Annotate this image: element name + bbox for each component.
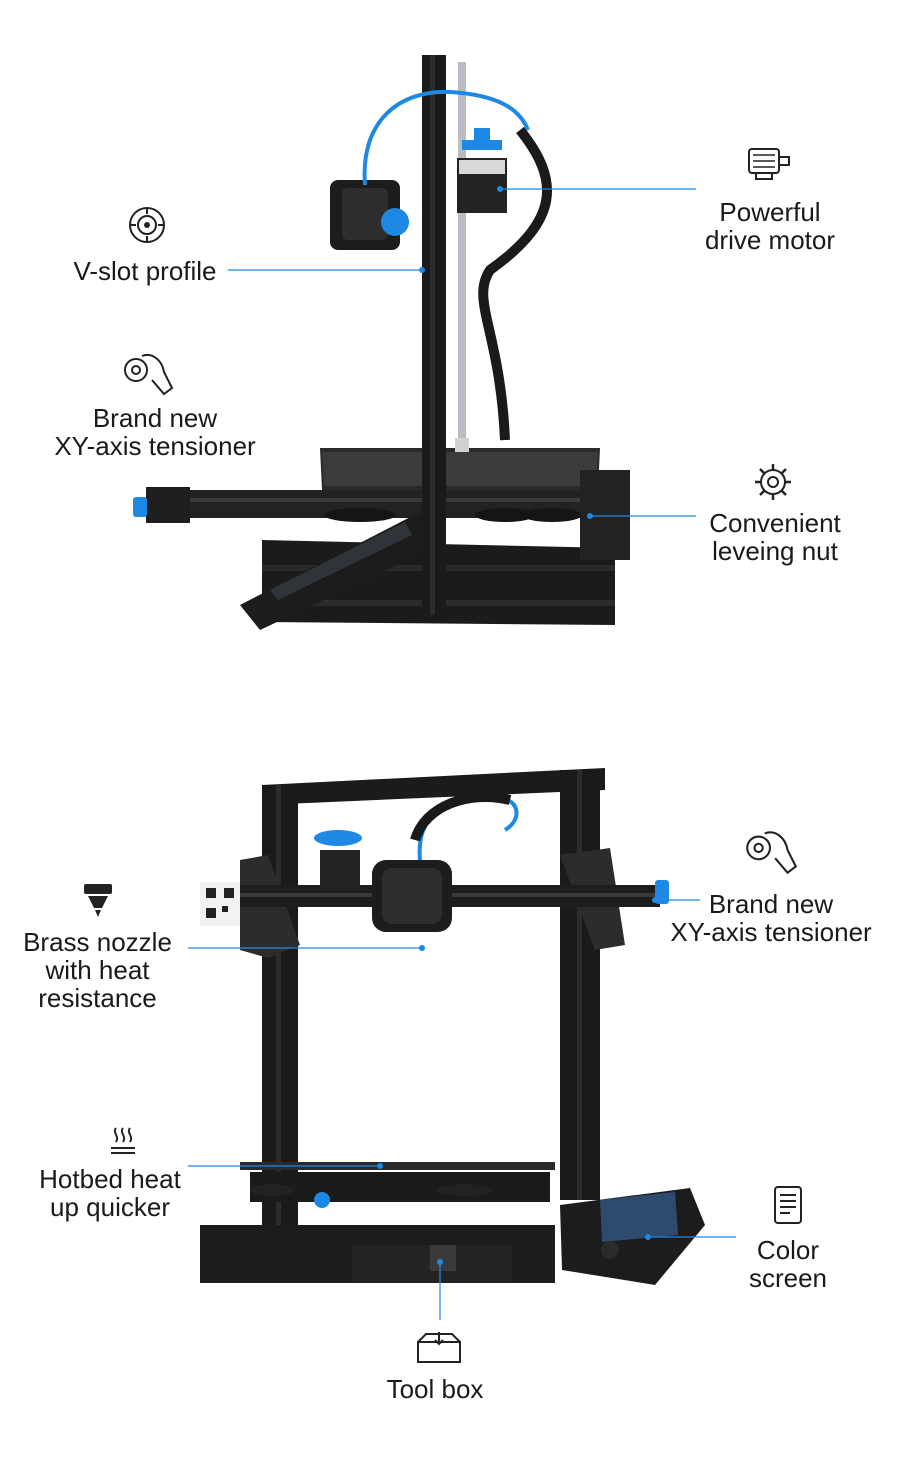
hand-gear-icon xyxy=(746,831,798,875)
feature-label-hotbed: Hotbed heat up quicker xyxy=(39,1164,181,1222)
tensioner-knob xyxy=(133,497,147,517)
feature-label-motor: Powerful drive motor xyxy=(704,197,836,255)
motor-icon xyxy=(748,148,790,180)
printer-front-view xyxy=(200,768,705,1285)
feature-label-toolbox: Tool box xyxy=(386,1374,484,1404)
feature-label-leveling: Convenient leveing nut xyxy=(709,508,841,566)
feature-label-nozzle: Brass nozzle with heat resistance xyxy=(23,927,172,1013)
callout-lines xyxy=(188,186,736,1320)
feature-label-vslot: V-slot profile xyxy=(73,256,217,286)
gear-icon xyxy=(755,464,791,500)
heat-icon xyxy=(111,1127,135,1154)
screen-icon xyxy=(774,1186,802,1224)
vslot-profile-icon xyxy=(129,207,165,243)
nozzle-icon xyxy=(84,884,112,917)
feature-label-screen: Color screen xyxy=(748,1235,828,1293)
hand-gear-icon xyxy=(124,354,174,396)
printer-side-view xyxy=(133,55,630,630)
toolbox-icon xyxy=(417,1332,461,1363)
feature-label-tensioner-top: Brand new XY-axis tensioner xyxy=(54,403,256,461)
feature-label-tensioner-bottom: Brand new XY-axis tensioner xyxy=(670,889,872,947)
